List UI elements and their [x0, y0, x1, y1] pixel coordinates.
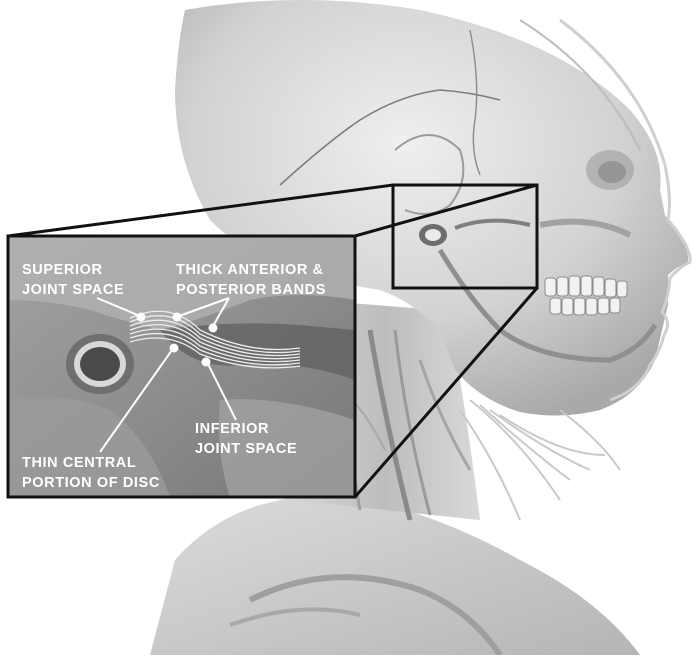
label-superior-joint-space: SUPERIOR JOINT SPACE — [22, 260, 124, 300]
label-line: JOINT SPACE — [22, 280, 124, 300]
shoulders — [150, 495, 640, 655]
label-thin-central-portion: THIN CENTRAL PORTION OF DISC — [22, 453, 160, 493]
label-inferior-joint-space: INFERIOR JOINT SPACE — [195, 419, 297, 459]
label-line: INFERIOR — [195, 419, 297, 439]
teeth — [545, 276, 627, 315]
label-line: THICK ANTERIOR & — [176, 260, 326, 280]
label-thick-bands: THICK ANTERIOR & POSTERIOR BANDS — [176, 260, 326, 300]
label-line: PORTION OF DISC — [22, 473, 160, 493]
label-line: SUPERIOR — [22, 260, 124, 280]
neck-muscles — [460, 400, 605, 520]
label-line: THIN CENTRAL — [22, 453, 160, 473]
label-line: JOINT SPACE — [195, 439, 297, 459]
label-line: POSTERIOR BANDS — [176, 280, 326, 300]
